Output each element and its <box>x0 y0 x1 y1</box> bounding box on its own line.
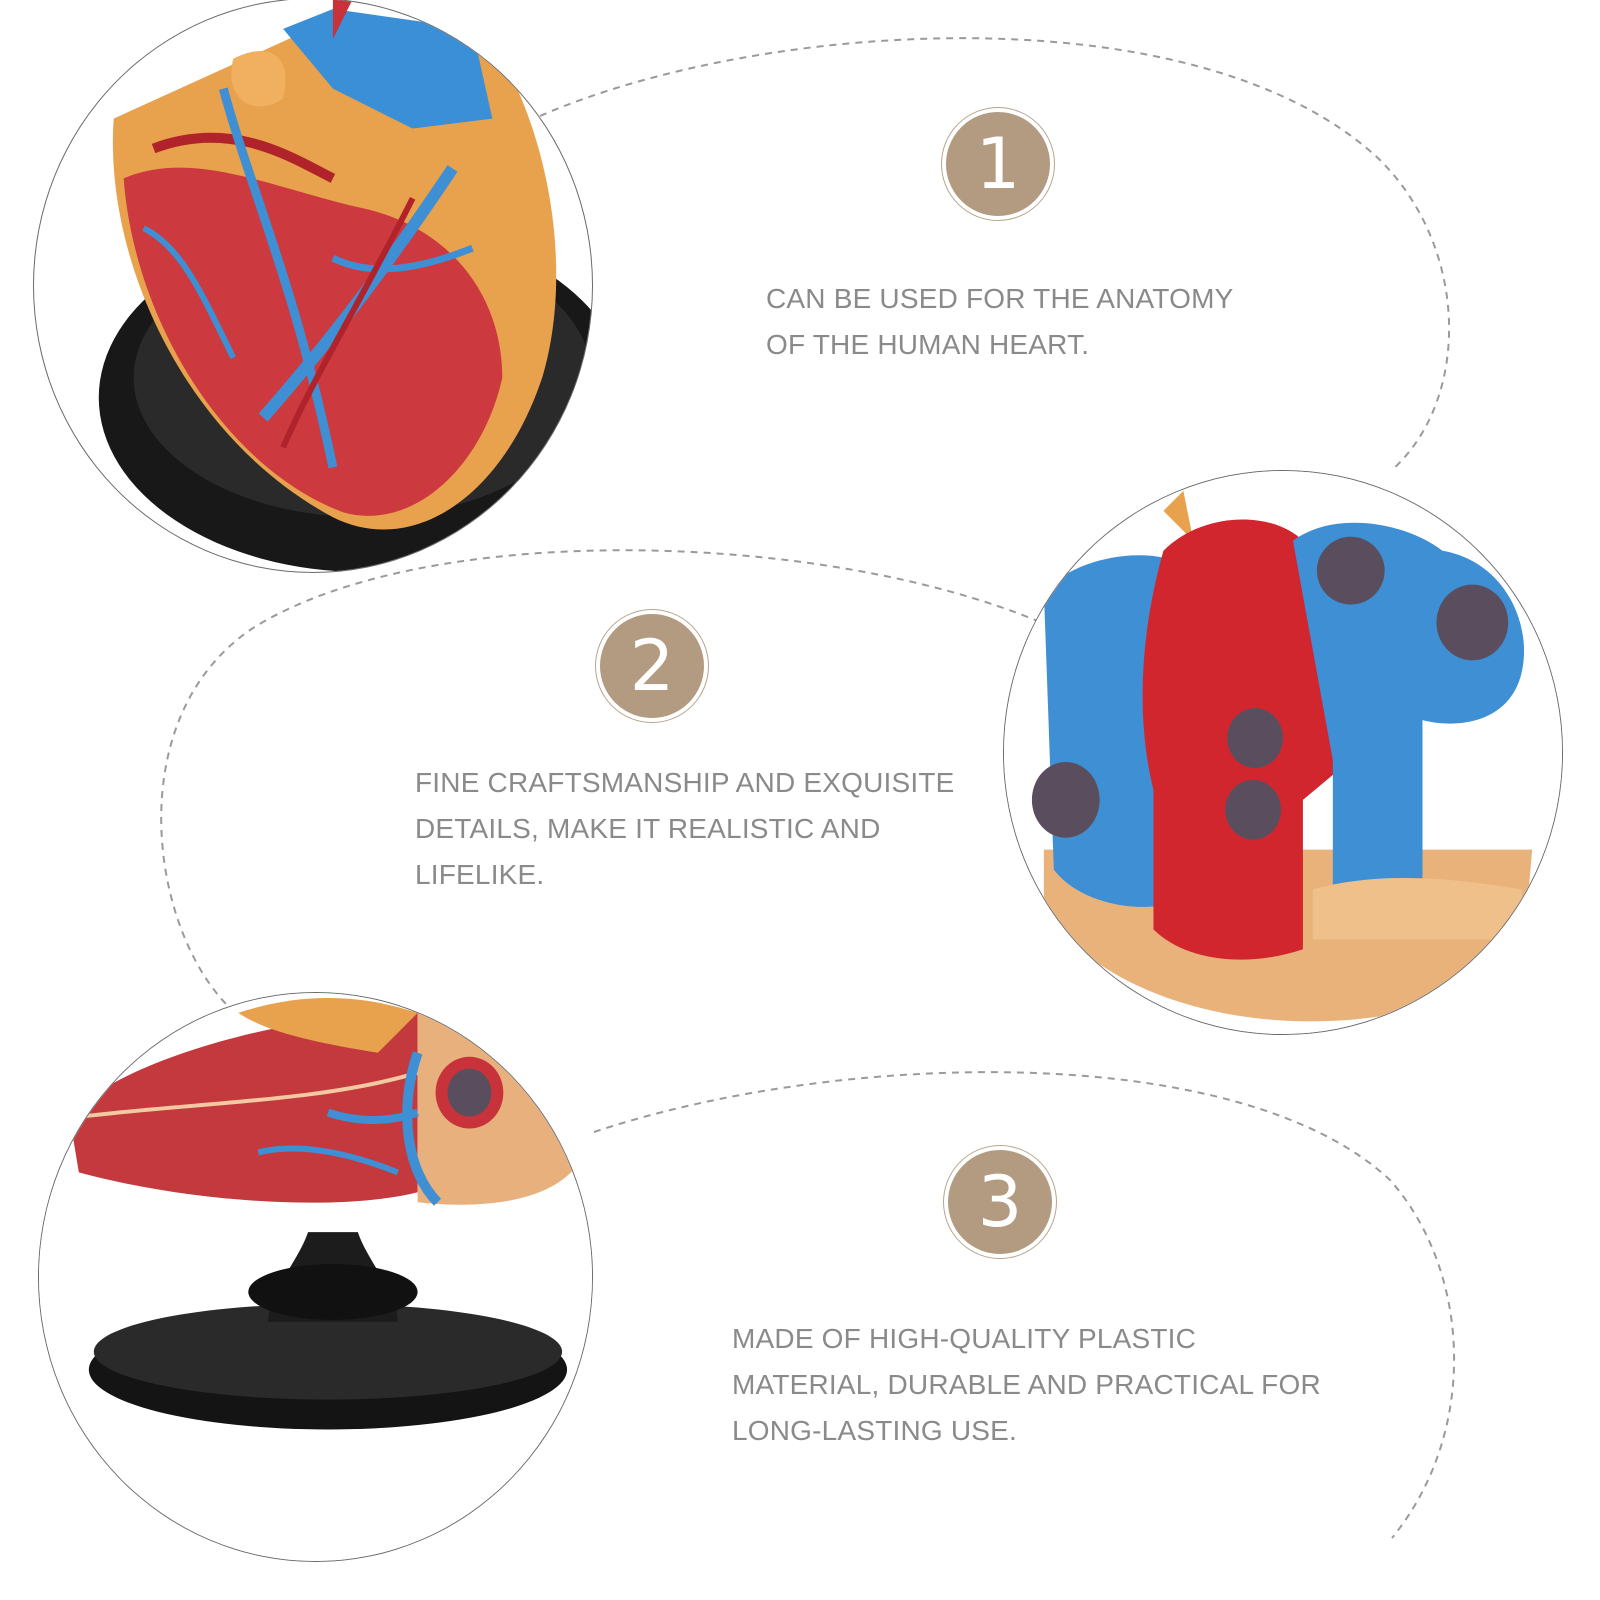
feature-number-badge-3: 3 <box>944 1146 1056 1258</box>
dashed-curve-3 <box>593 1071 1456 1539</box>
dashed-curve-1 <box>539 37 1450 471</box>
feature-number-badge-1: 1 <box>942 108 1054 220</box>
feature-description-2: FINE CRAFTSMANSHIP AND EXQUISITE DETAILS… <box>415 767 955 890</box>
feature-number-badge-2: 2 <box>596 610 708 722</box>
feature-description-3: MADE OF HIGH-QUALITY PLASTIC MATERIAL, D… <box>732 1323 1321 1446</box>
heart-model-stand-photo <box>38 992 593 1562</box>
feature-description-1: CAN BE USED FOR THE ANATOMY OF THE HUMAN… <box>766 283 1233 360</box>
dashed-curve-2 <box>160 549 1041 1009</box>
heart-model-vessels-photo <box>1003 470 1563 1035</box>
heart-model-front-photo <box>33 0 593 573</box>
